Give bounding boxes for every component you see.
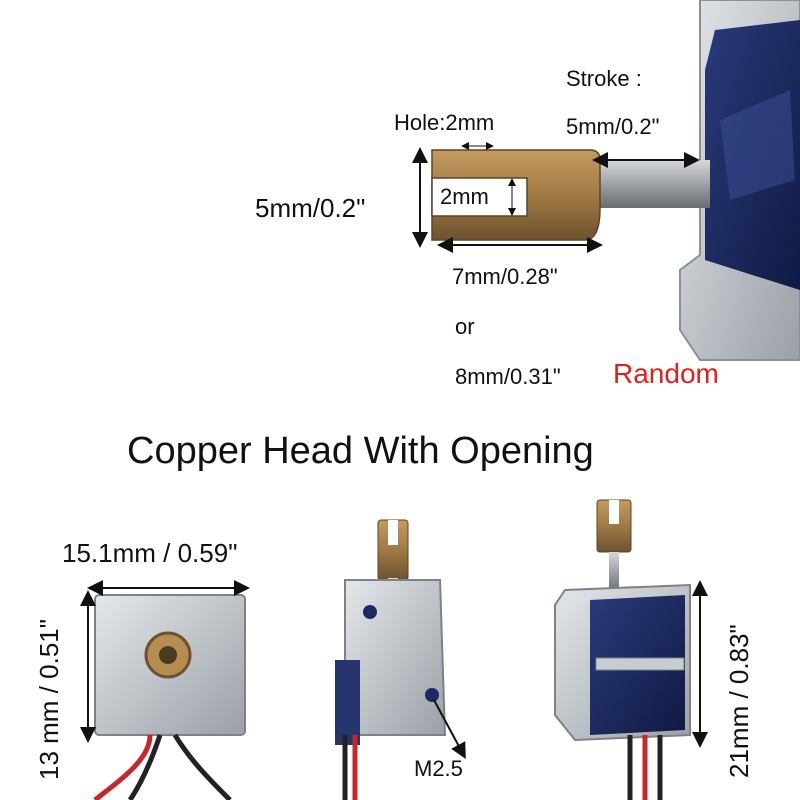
- bottom-left-end-view: [93, 594, 246, 800]
- bottom-left-arrows: [80, 580, 250, 743]
- height-right-label: 21mm / 0.83": [724, 624, 754, 778]
- bottom-center-side-view: [335, 519, 466, 800]
- stroke-value: 5mm/0.2": [566, 114, 660, 139]
- screw-label: M2.5: [414, 756, 463, 781]
- hole-label: Hole:2mm: [394, 110, 495, 135]
- bottom-right-perspective-view: [554, 499, 691, 800]
- top-solenoid-closeup: [431, 0, 800, 361]
- height-left-label: 13 mm / 0.51": [34, 619, 64, 780]
- page-title: Copper Head With Opening: [127, 430, 594, 472]
- length-a-label: 7mm/0.28": [452, 264, 558, 289]
- top-dimension-arrows: [412, 142, 700, 253]
- or-label: or: [455, 314, 475, 339]
- length-b-label: 8mm/0.31": [455, 364, 561, 389]
- slot-width-label: 2mm: [440, 184, 489, 209]
- head-height-label: 5mm/0.2": [255, 193, 366, 223]
- width-label: 15.1mm / 0.59": [62, 538, 238, 568]
- random-label: Random: [613, 358, 719, 389]
- stroke-title: Stroke :: [566, 66, 642, 91]
